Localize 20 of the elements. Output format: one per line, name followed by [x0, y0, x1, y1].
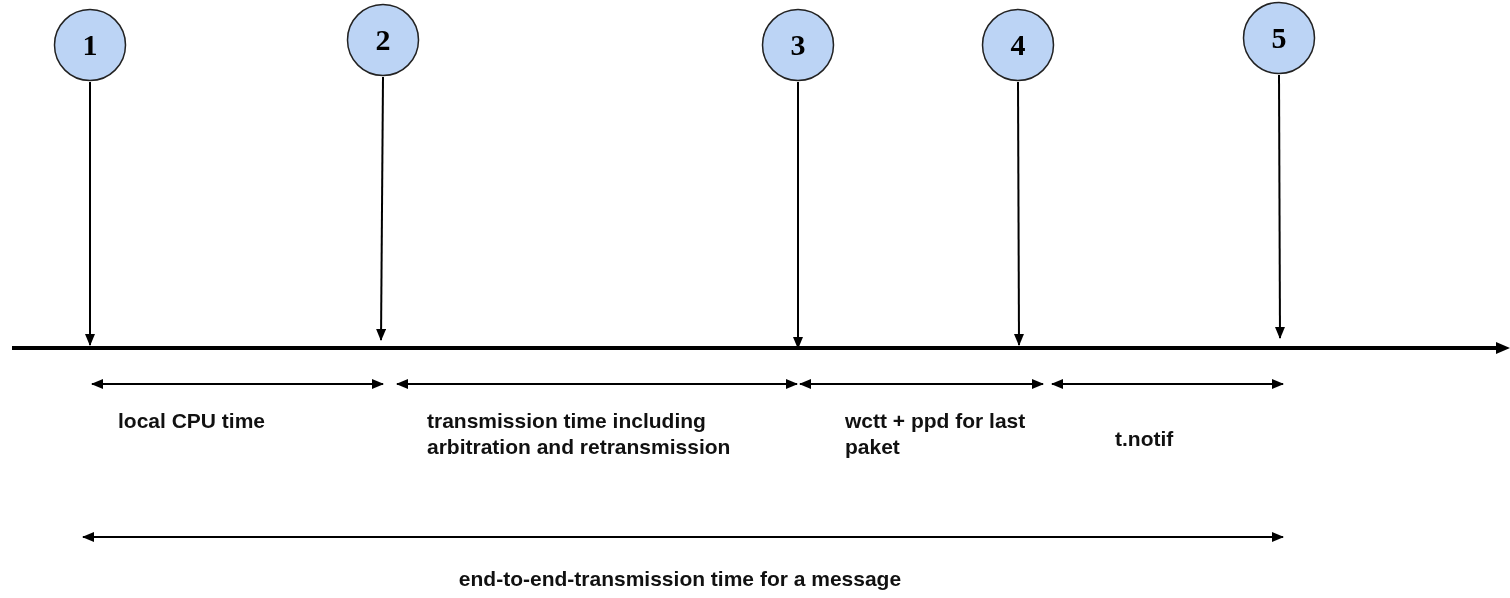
step-number: 3 — [790, 28, 806, 62]
step-circle — [346, 3, 420, 77]
step-circle — [981, 8, 1055, 82]
arrow — [1274, 74, 1285, 339]
step-circle — [761, 8, 835, 82]
duration-label: wctt + ppd for last paket — [845, 408, 1027, 460]
step-number: 5 — [1271, 21, 1287, 55]
arrow — [85, 81, 95, 346]
step-circle — [53, 8, 127, 82]
total-duration-label: end-to-end-transmission time for a message — [457, 566, 903, 592]
duration-label: transmission time including arbitration and retransmission — [427, 408, 732, 460]
step-number: 4 — [1010, 28, 1026, 62]
duration-label: local CPU time — [118, 408, 267, 434]
step-circle — [1242, 1, 1316, 75]
step-number: 2 — [375, 23, 391, 57]
duration-label: t.notif — [1115, 426, 1175, 452]
arrow — [376, 76, 387, 341]
step-number: 1 — [82, 28, 98, 62]
arrow — [793, 81, 803, 349]
arrow — [1013, 81, 1024, 346]
